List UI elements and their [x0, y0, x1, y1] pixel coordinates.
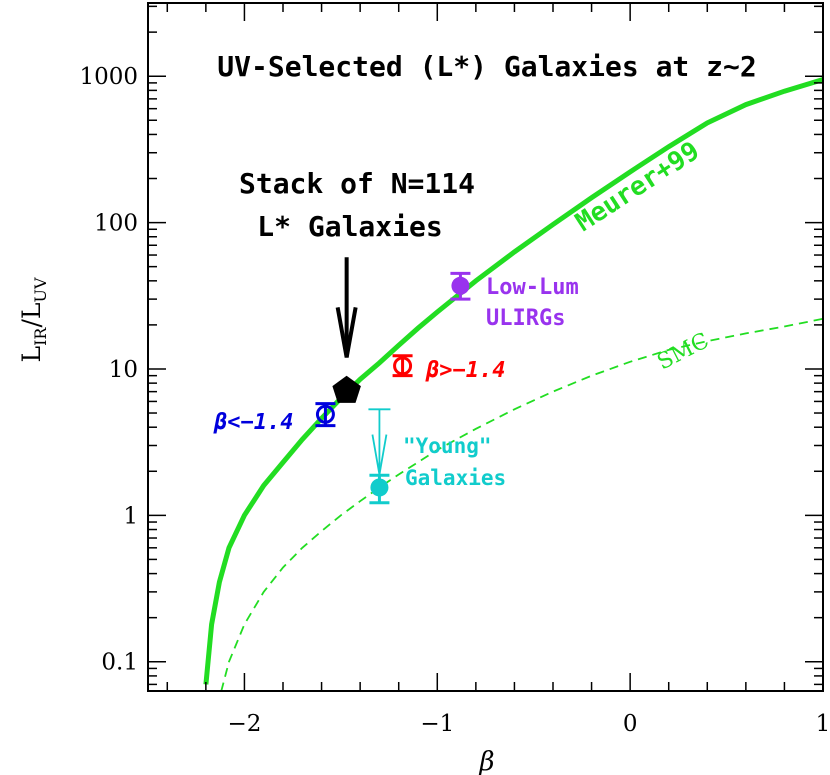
- x-axis-title: β: [478, 747, 494, 775]
- y-axis-title-sep: /L: [17, 303, 46, 328]
- beta-gt-marker: [393, 356, 413, 376]
- y-tick-label: 10: [109, 357, 138, 383]
- x-tick-label: −1: [420, 711, 454, 737]
- y-tick-label: 1: [123, 503, 138, 529]
- y-axis-title: LIR/LUV: [17, 277, 50, 363]
- beta-gt-label: β>−1.4: [425, 358, 505, 383]
- plot-frame: [147, 2, 824, 692]
- lowlum-label-line1: Low-Lum: [486, 275, 579, 300]
- chart-title: UV-Selected (L*) Galaxies at z~2: [217, 50, 756, 83]
- young-label-line2: Galaxies: [405, 466, 506, 490]
- low-lum-ulirg-marker: [451, 276, 470, 295]
- beta-lt-label: β<−1.4: [213, 410, 293, 435]
- meurer-curve: [203, 77, 823, 685]
- stack-arrow-head: [335, 307, 358, 358]
- meurer-label: Meurer+99: [570, 136, 704, 238]
- y-tick-label: 1000: [79, 64, 138, 90]
- beta-lt-marker: [315, 404, 335, 424]
- curves-layer: [203, 77, 823, 691]
- axes-layer: −2 −1 0 1 0.1 1 10 100 1000: [79, 2, 830, 737]
- y-tick-label: 0.1: [101, 650, 138, 676]
- smc-curve: [220, 317, 823, 691]
- x-tick-label: 0: [623, 711, 638, 737]
- y-axis-title-main: L: [17, 346, 46, 363]
- lowlum-label-line2: ULIRGs: [486, 306, 565, 331]
- y-axis-title-sub2: UV: [31, 277, 50, 302]
- x-tick-label: −2: [227, 711, 261, 737]
- young-marker: [370, 478, 389, 497]
- stack-label-line1: Stack of N=114: [239, 167, 475, 200]
- x-tick-label: 1: [816, 711, 830, 737]
- young-label-line1: "Young": [403, 434, 492, 458]
- smc-label: SMC: [653, 328, 713, 375]
- y-axis-title-sub1: IR: [31, 327, 50, 346]
- stack-label-line2: L* Galaxies: [257, 210, 442, 243]
- y-tick-label: 100: [94, 211, 138, 237]
- stack-marker: [332, 375, 361, 403]
- points-layer: [315, 257, 471, 505]
